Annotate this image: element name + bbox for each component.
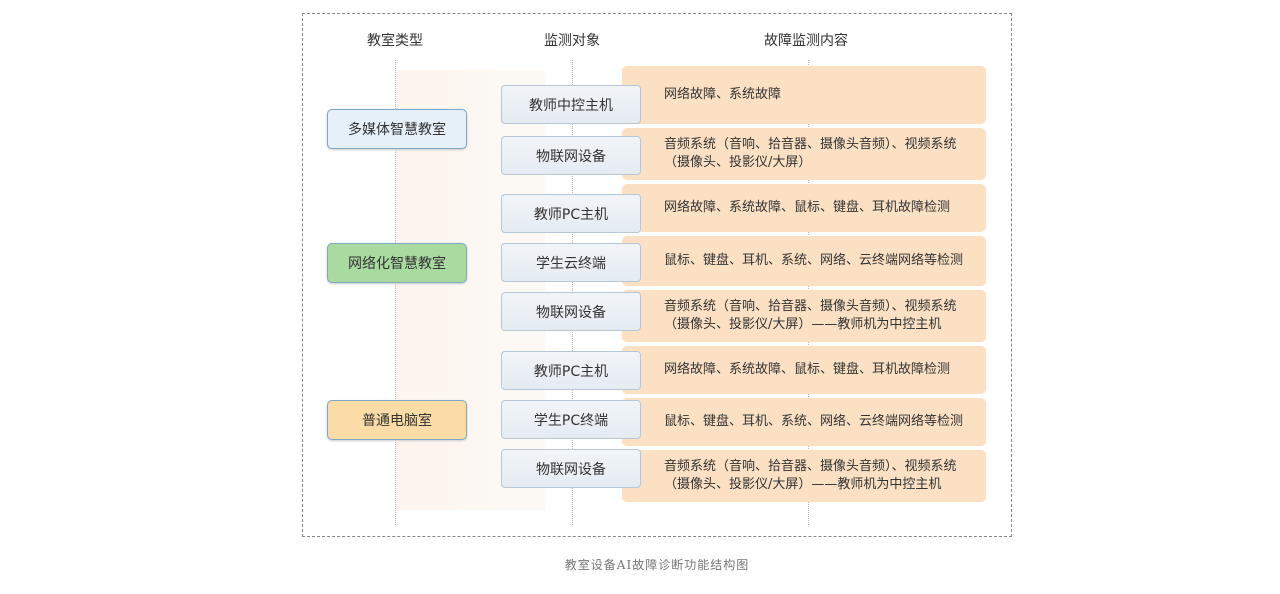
object-box: 学生云终端 bbox=[501, 243, 641, 282]
header-object: 监测对象 bbox=[544, 33, 600, 49]
guide-line bbox=[395, 60, 396, 525]
content-box: 鼠标、键盘、耳机、系统、网络、云终端网络等检测 bbox=[622, 236, 986, 286]
classroom-computer-lab: 普通电脑室 bbox=[327, 400, 467, 440]
diagram-frame bbox=[302, 13, 1012, 537]
classroom-multimedia: 多媒体智慧教室 bbox=[327, 109, 467, 149]
content-box: 鼠标、键盘、耳机、系统、网络、云终端网络等检测 bbox=[622, 398, 986, 446]
header-content: 故障监测内容 bbox=[764, 33, 848, 49]
object-box: 物联网设备 bbox=[501, 292, 641, 331]
content-box: 音频系统（音响、拾音器、摄像头音频）、视频系统（摄像头、投影仪/大屏）——教师机… bbox=[622, 450, 986, 502]
object-box: 教师中控主机 bbox=[501, 85, 641, 124]
content-box: 音频系统（音响、拾音器、摄像头音频）、视频系统（摄像头、投影仪/大屏）——教师机… bbox=[622, 290, 986, 342]
content-box: 网络故障、系统故障、鼠标、键盘、耳机故障检测 bbox=[622, 184, 986, 232]
figure-caption: 教室设备AI故障诊断功能结构图 bbox=[564, 558, 750, 572]
content-box: 网络故障、系统故障 bbox=[622, 66, 986, 124]
content-box: 网络故障、系统故障、鼠标、键盘、耳机故障检测 bbox=[622, 346, 986, 394]
header-type: 教室类型 bbox=[367, 33, 423, 49]
object-box: 教师PC主机 bbox=[501, 351, 641, 390]
content-box: 音频系统（音响、拾音器、摄像头音频）、视频系统（摄像头、投影仪/大屏） bbox=[622, 128, 986, 180]
classroom-networked: 网络化智慧教室 bbox=[327, 243, 467, 283]
object-box: 物联网设备 bbox=[501, 136, 641, 175]
object-box: 学生PC终端 bbox=[501, 400, 641, 439]
object-box: 物联网设备 bbox=[501, 449, 641, 488]
object-box: 教师PC主机 bbox=[501, 194, 641, 233]
